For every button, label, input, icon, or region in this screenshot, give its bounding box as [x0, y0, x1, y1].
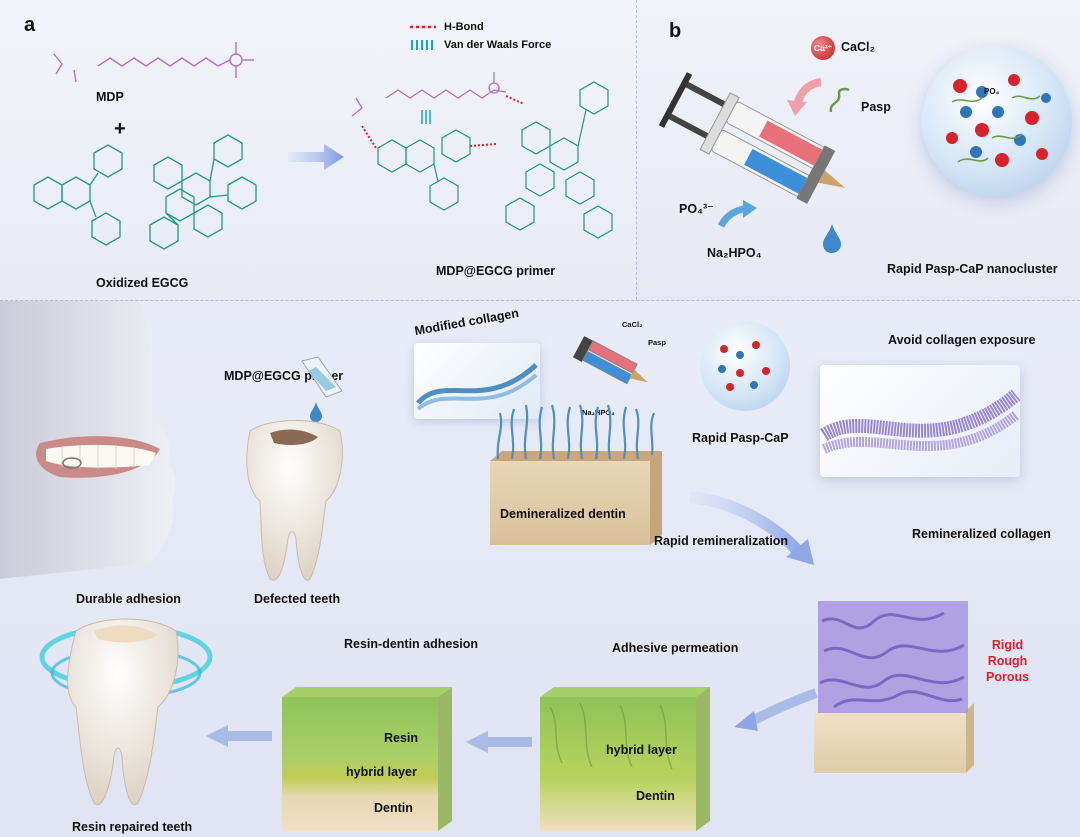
avoid-exposure-label: Avoid collagen exposure [888, 333, 1036, 347]
panel-c: c Durable adhesion MDP@EGCG primer Defec… [0, 300, 1080, 837]
defected-tooth [246, 420, 343, 581]
mini-nanocluster-sphere [700, 321, 790, 411]
remineralized-collagen-label: Remineralized collagen [912, 527, 1051, 542]
dentin-label-1: Dentin [636, 789, 675, 803]
property-porous: Porous [986, 670, 1030, 684]
calcium-ion-text: Ca²⁺ [813, 43, 833, 53]
panel-a: a H-Bond Van der Waals Force MDP + [0, 0, 636, 300]
adhesive-permeation-text: Adhesive permeation [612, 641, 739, 655]
phosphate-ion-label: PO₄³⁻ [679, 202, 714, 216]
face-illustration [0, 301, 176, 579]
droplet-icon [823, 224, 841, 253]
rapid-remineralization-text: Rapid remineralization [654, 534, 789, 548]
mini-pasp-label: Pasp [648, 338, 666, 347]
adhesion-arrow [466, 731, 532, 753]
mini-na2hpo4-label: Na₂HPO₄ [582, 408, 615, 417]
avoid-exposure-card [820, 365, 1021, 477]
demineralized-dentin-label: Demineralized dentin [500, 507, 626, 521]
repair-arrow [206, 725, 272, 747]
mini-nanocluster-particles [718, 341, 770, 391]
resin-repaired-teeth-label: Resin repaired teeth [72, 820, 193, 834]
adhesive-permeation-label: Adhesive permeation [612, 641, 738, 656]
permeation-arrow [734, 688, 818, 731]
egcg-label: Oxidized EGCG [96, 276, 189, 290]
properties-list: Rigid Rough Porous [986, 637, 1029, 685]
blue-arrow [717, 200, 757, 228]
cacl2-label: CaCl₂ [841, 40, 876, 54]
repaired-tooth [39, 618, 213, 806]
resin-dentin-adhesion-text: Resin-dentin adhesion [344, 637, 479, 651]
remineralized-block [814, 601, 974, 773]
mdp-molecule [53, 42, 254, 83]
panel-b: b Ca²⁺ CaCl₂ Pasp PO₄³⁻ Na₂HPO₄ [636, 0, 1080, 300]
property-rough: Rough [987, 654, 1028, 668]
mini-cacl2-label: CaCl₂ [622, 320, 643, 329]
modified-collagen-fibers [416, 363, 538, 411]
pasp-label: Pasp [861, 100, 891, 114]
dual-syringe [658, 72, 846, 204]
resin-dentin-adhesion-label: Resin-dentin adhesion [344, 637, 478, 652]
durable-adhesion-label: Durable adhesion [76, 592, 181, 606]
vdw-swatch [411, 40, 433, 50]
panel-b-letter: b [669, 20, 682, 42]
rapid-pasp-cap-label: Rapid Pasp-CaP [692, 431, 789, 445]
property-rigid: Rigid [991, 638, 1024, 652]
nanocluster-sphere: PO₄ [922, 46, 1072, 196]
rapid-remineralization-label: Rapid remineralization [654, 534, 788, 549]
resin-label: Resin [384, 731, 419, 745]
remineralized-collagen-text: Remineralized collagen [912, 527, 1051, 541]
defected-teeth-label: Defected teeth [254, 592, 341, 606]
adhesive-permeation-block [540, 687, 710, 831]
panel-a-letter: a [24, 14, 36, 36]
modified-collagen-card [414, 343, 540, 419]
pasp-strand [829, 87, 850, 113]
primer-label-a: MDP@EGCG primer [436, 264, 556, 278]
legend: H-Bond Van der Waals Force [410, 20, 590, 54]
primer-bottle [301, 356, 343, 398]
nanocluster-label: Rapid Pasp-CaP nanocluster [887, 262, 1058, 276]
arrow-a [288, 144, 344, 170]
nanocluster-particles [946, 74, 1051, 167]
mineralized-fiber [820, 389, 1021, 454]
mdp-label: MDP [96, 90, 124, 104]
legend-h-bond: H-Bond [444, 21, 484, 33]
legend-swatches [410, 25, 436, 50]
remineralization-arrow [689, 491, 814, 565]
demineralized-dentin-block [490, 404, 662, 545]
hybrid-layer-label-2: hybrid layer [346, 765, 417, 779]
egcg-molecule [33, 134, 257, 250]
primer-droplet-icon [310, 402, 322, 422]
mini-syringe [572, 336, 648, 385]
na2hpo4-label: Na₂HPO₄ [707, 246, 762, 260]
resin-dentin-block [282, 687, 452, 831]
legend-vdw: Van der Waals Force [444, 39, 552, 51]
hybrid-layer-label-1: hybrid layer [606, 743, 677, 757]
plus-sign: + [114, 118, 126, 140]
calcium-ion-sphere: Ca²⁺ [811, 36, 835, 60]
primer-complex [351, 72, 613, 239]
dentin-label-2: Dentin [374, 801, 413, 815]
modified-collagen-label: Modified collagen [413, 305, 520, 339]
nanocluster-po4-text: PO₄ [984, 87, 1000, 96]
red-arrow [787, 78, 822, 116]
